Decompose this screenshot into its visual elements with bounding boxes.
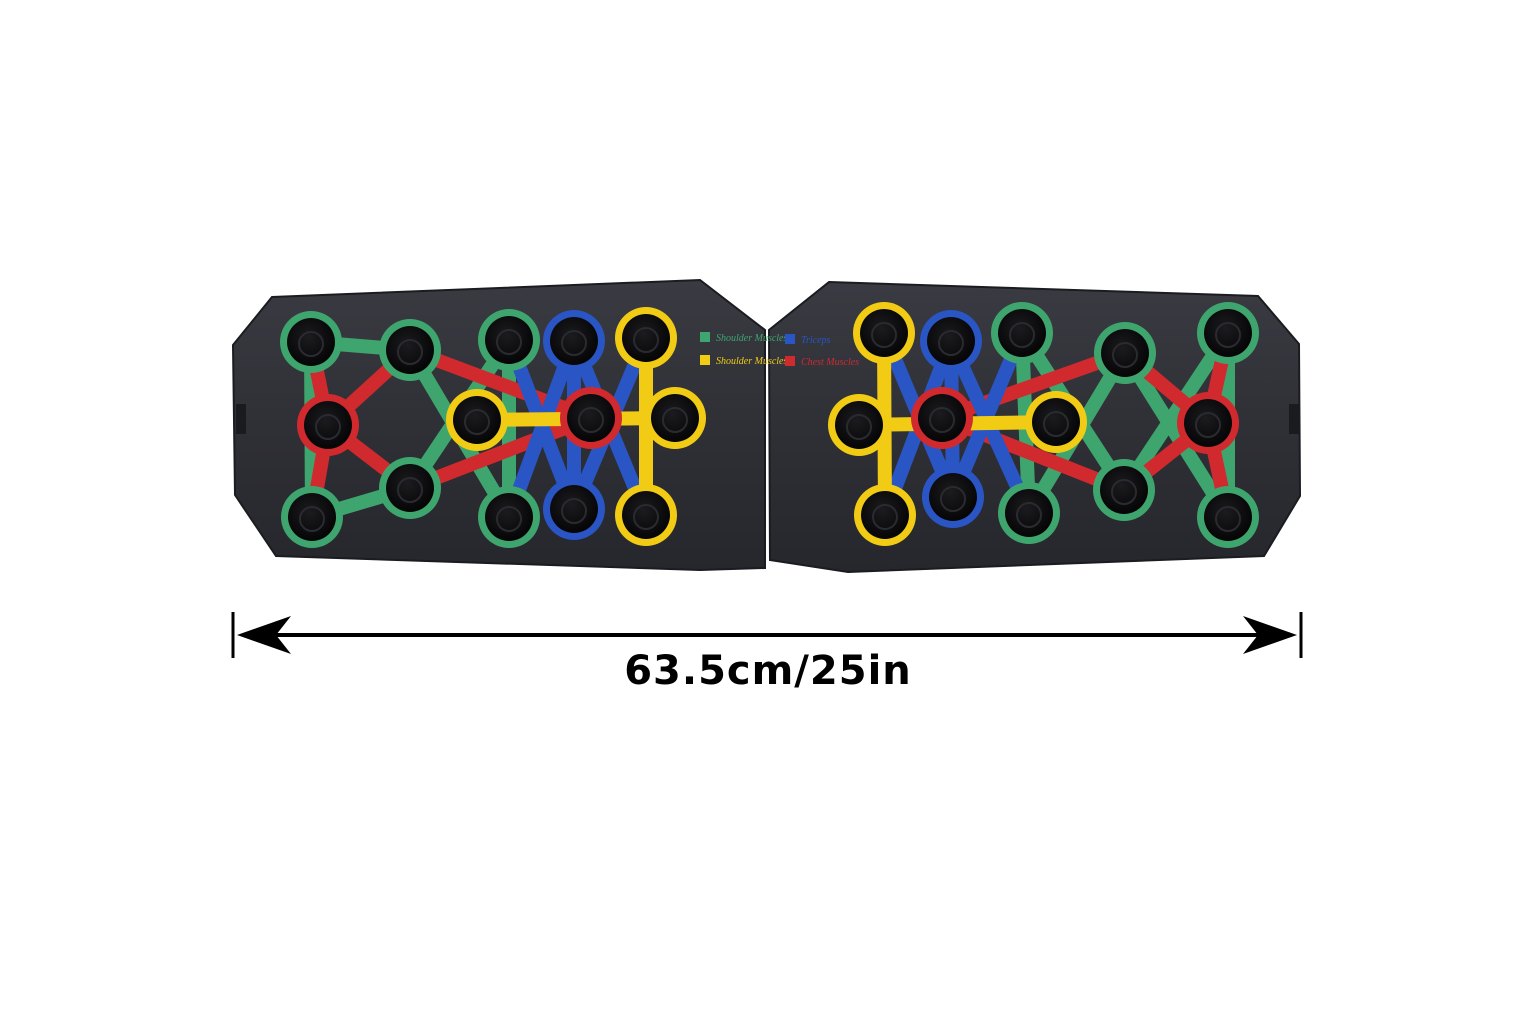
right-hole-red-r4: [1177, 392, 1239, 454]
legend-swatch-green: [700, 332, 710, 342]
right-hole-green-g8: [1094, 322, 1156, 384]
legend-label-blue: Triceps: [801, 335, 831, 346]
left-hole-green-g1: [280, 311, 342, 373]
left-hole-yellow-y2: [446, 389, 508, 451]
left-red-strip-10: [407, 343, 594, 425]
right-red-strip-10: [939, 346, 1128, 425]
left-hole-green-g3: [379, 319, 441, 381]
right-hole-green-g10: [998, 482, 1060, 544]
left-hole-green-g2: [281, 486, 343, 548]
left-hole-blue-b1: [543, 310, 605, 372]
legend-swatch-blue: [785, 334, 795, 344]
dimension-label: 63.5cm/25in: [624, 648, 912, 694]
right-hole-green-g7: [991, 302, 1053, 364]
legend: Shoulder Muscles Shoulder Muscles Tricep…: [700, 332, 859, 368]
left-hole-green-g4: [379, 457, 441, 519]
right-hole-yellow-y7: [1025, 391, 1087, 453]
left-red-strip-11: [407, 411, 594, 495]
legend-label-yellow: Shoulder Muscles: [716, 356, 787, 367]
right-hole-yellow-y8: [854, 484, 916, 546]
legend-swatch-yellow: [700, 355, 710, 365]
right-hole-green-g11: [1093, 459, 1155, 521]
right-hole-green-g12: [1197, 486, 1259, 548]
left-hole-yellow-y1: [615, 307, 677, 369]
left-hole-red-r1: [297, 394, 359, 456]
right-green-strip-1: [1118, 329, 1234, 494]
left-hole-red-r2: [560, 387, 622, 449]
right-hole-blue-b4: [922, 466, 984, 528]
left-hole-yellow-y4: [615, 484, 677, 546]
left-hole-green-g5: [478, 309, 540, 371]
right-hole-yellow-y6: [828, 394, 890, 456]
left-blue-strip-14: [502, 338, 581, 520]
right-hole-blue-b3: [920, 310, 982, 372]
double-headed-arrow-icon: [231, 612, 1303, 658]
legend-label-green: Shoulder Muscles: [716, 333, 787, 344]
left-hole-yellow-y3: [644, 387, 706, 449]
left-hole-green-g6: [478, 486, 540, 548]
legend-swatch-red: [785, 356, 795, 366]
right-green-strip-2: [1119, 349, 1234, 521]
right-hole-red-r3: [911, 387, 973, 449]
left-hole-blue-b2: [543, 478, 605, 540]
legend-label-red: Chest Muscles: [801, 357, 859, 368]
right-hole-yellow-y5: [853, 302, 915, 364]
hand-grip-holes: [280, 302, 1259, 548]
right-hole-green-g9: [1197, 302, 1259, 364]
